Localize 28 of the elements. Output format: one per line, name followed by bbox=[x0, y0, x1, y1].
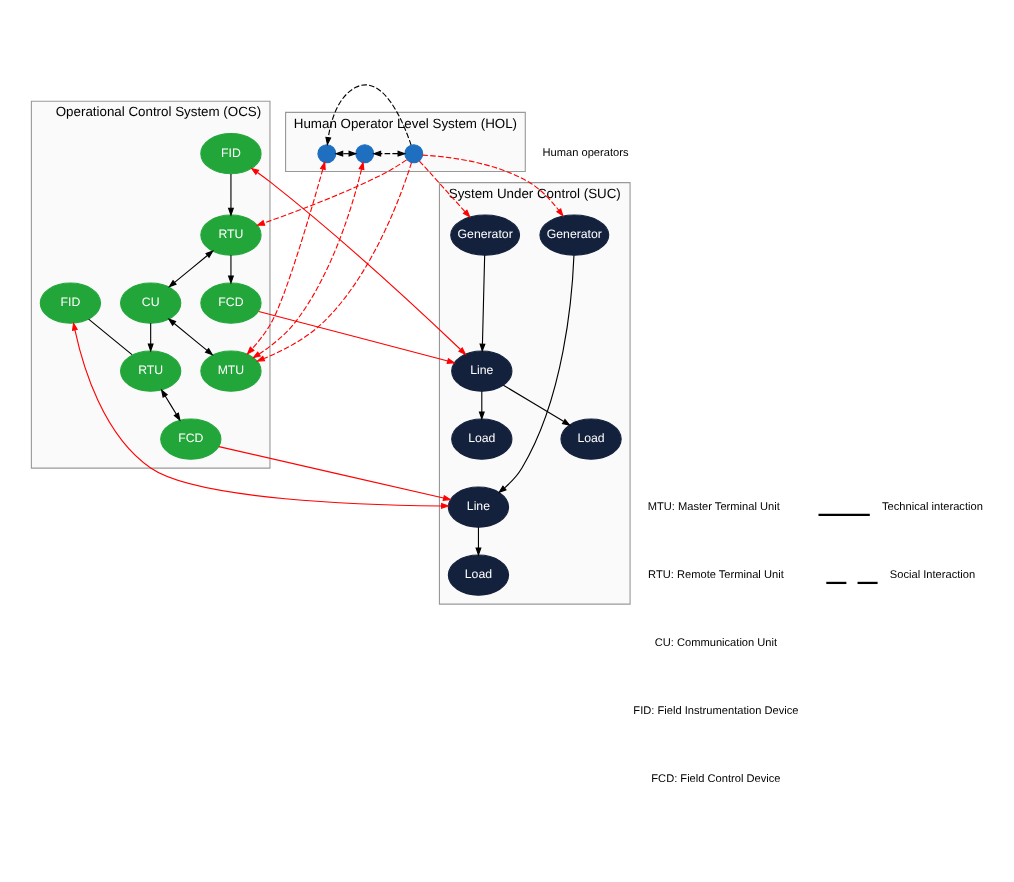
arrow bbox=[477, 389, 484, 420]
node-circle bbox=[316, 143, 336, 163]
connector bbox=[87, 317, 132, 355]
arrow bbox=[166, 317, 213, 355]
arrow bbox=[501, 383, 570, 425]
arrow bbox=[324, 83, 411, 146]
arrow bbox=[217, 445, 451, 500]
arrow bbox=[474, 525, 481, 556]
arrow bbox=[226, 253, 234, 284]
arrow bbox=[146, 321, 153, 352]
arrow bbox=[250, 159, 364, 358]
arrow bbox=[421, 153, 563, 217]
arrow bbox=[478, 253, 485, 352]
arrow bbox=[496, 253, 574, 493]
arrow bbox=[245, 159, 325, 355]
node-circle bbox=[403, 143, 423, 163]
arrow bbox=[254, 158, 407, 225]
arrow bbox=[371, 149, 406, 156]
arrow bbox=[254, 161, 412, 361]
arrow bbox=[226, 172, 234, 216]
arrow bbox=[417, 159, 470, 217]
arrow bbox=[257, 309, 455, 363]
node-circle bbox=[354, 143, 374, 163]
arrow bbox=[159, 387, 180, 421]
arrow bbox=[333, 149, 357, 156]
arrow bbox=[167, 249, 214, 287]
arrow bbox=[249, 166, 466, 355]
arrow bbox=[70, 320, 449, 509]
